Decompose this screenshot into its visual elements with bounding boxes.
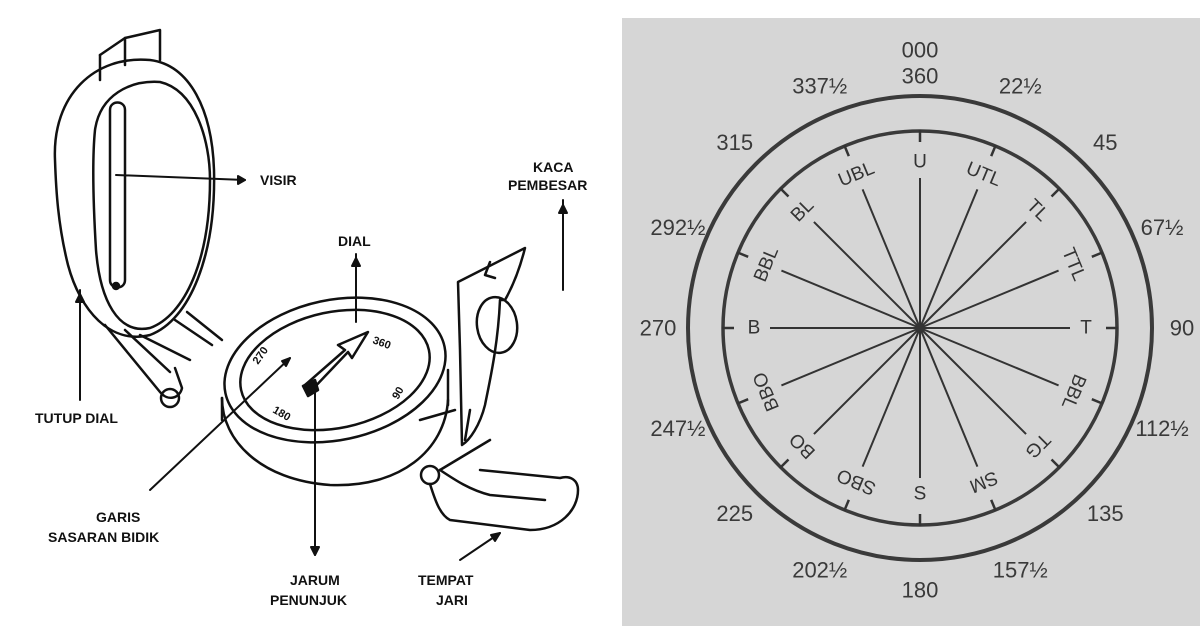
rose-direction-label: BL bbox=[787, 195, 818, 226]
diagram-labels: VISIR KACA PEMBESAR DIAL TUTUP DIAL GARI… bbox=[35, 159, 587, 608]
rose-ray bbox=[781, 269, 921, 329]
dial-num-90: 90 bbox=[390, 385, 407, 402]
dial-numbers: 270 360 90 180 bbox=[251, 335, 407, 424]
rose-direction-label: B bbox=[748, 318, 761, 339]
rose-degree-label: 270 bbox=[640, 316, 677, 341]
rose-ray bbox=[919, 327, 979, 467]
rose-ray bbox=[781, 327, 921, 387]
rose-tick bbox=[736, 398, 749, 405]
rose-tick bbox=[736, 251, 749, 258]
rose-tick bbox=[779, 187, 790, 198]
label-dial: DIAL bbox=[338, 233, 371, 249]
rose-direction-label: BBO bbox=[749, 369, 784, 414]
rose-ray bbox=[919, 221, 1027, 329]
rose-direction-label: UTL bbox=[963, 158, 1004, 191]
rose-degree-label: 247½ bbox=[650, 416, 705, 441]
rose-tick bbox=[1050, 187, 1061, 198]
hinge-drawing bbox=[103, 323, 192, 409]
rose-degree-label: 135 bbox=[1087, 501, 1124, 526]
rose-direction-label: SM bbox=[966, 466, 1000, 496]
rose-tick bbox=[843, 144, 850, 157]
rose-tick bbox=[779, 458, 790, 469]
rose-direction-label: S bbox=[914, 484, 927, 505]
rose-direction-label: T bbox=[1080, 318, 1092, 339]
magnifier-drawing bbox=[418, 246, 527, 447]
rose-degree-label: 292½ bbox=[650, 215, 705, 240]
label-visir: VISIR bbox=[260, 172, 297, 188]
rose-rays bbox=[770, 178, 1070, 478]
rose-degree-label: 180 bbox=[902, 578, 939, 603]
needle-drawing bbox=[301, 330, 370, 398]
dial-num-180: 180 bbox=[271, 404, 293, 424]
rose-tick bbox=[843, 499, 850, 512]
rose-center bbox=[916, 324, 924, 332]
label-tutup-dial: TUTUP DIAL bbox=[35, 410, 118, 426]
rose-degree-label: 45 bbox=[1093, 130, 1117, 155]
label-jari: JARI bbox=[436, 592, 468, 608]
compass-diagram-panel: 270 360 90 180 VISIR KACA PEMBESAR DIAL … bbox=[35, 28, 587, 608]
rose-tick bbox=[1091, 398, 1104, 405]
rose-direction-label: SBO bbox=[834, 464, 879, 499]
label-sasaran-bidik: SASARAN BIDIK bbox=[48, 529, 159, 545]
rose-direction-label: TTL bbox=[1057, 245, 1089, 284]
rose-tick bbox=[990, 499, 997, 512]
rose-degree-label: 315 bbox=[716, 130, 753, 155]
rose-ray bbox=[861, 189, 921, 329]
rose-degree-label: 22½ bbox=[999, 73, 1042, 98]
rose-direction-label: TL bbox=[1022, 195, 1053, 226]
label-tempat: TEMPAT bbox=[418, 572, 474, 588]
rose-degree-label: 67½ bbox=[1141, 215, 1184, 240]
label-pembesar: PEMBESAR bbox=[508, 177, 587, 193]
rose-direction-label: UBL bbox=[835, 158, 877, 192]
rose-tick bbox=[1050, 458, 1061, 469]
rose-direction-label: U bbox=[913, 152, 927, 173]
rose-ray bbox=[813, 221, 921, 329]
rose-degree-label: 112½ bbox=[1135, 416, 1188, 441]
pointer-lines bbox=[75, 174, 568, 561]
finger-ring-drawing bbox=[419, 438, 580, 532]
rose-ray bbox=[861, 327, 921, 467]
rose-degree-label: 202½ bbox=[792, 558, 847, 583]
label-garis: GARIS bbox=[96, 509, 140, 525]
rose-ray bbox=[919, 327, 1027, 435]
outer-ring bbox=[686, 94, 1154, 562]
dial-num-360: 360 bbox=[371, 335, 392, 353]
rose-ray bbox=[813, 327, 921, 435]
label-kaca: KACA bbox=[533, 159, 573, 175]
rose-ticks bbox=[722, 130, 1118, 526]
rose-degree-label: 225 bbox=[716, 501, 753, 526]
dial-num-270: 270 bbox=[251, 345, 271, 367]
rose-tick bbox=[990, 144, 997, 157]
rose-ray bbox=[919, 269, 1059, 329]
compass-diagram: 270 360 90 180 VISIR KACA PEMBESAR DIAL … bbox=[35, 28, 587, 608]
rose-degree-label: 360 bbox=[902, 64, 939, 89]
rose-direction-label: BBL bbox=[750, 244, 783, 285]
lid-drawing bbox=[53, 28, 224, 347]
rose-ray bbox=[919, 327, 1059, 387]
rose-tick bbox=[1091, 251, 1104, 258]
rose-degree-label: 157½ bbox=[993, 558, 1048, 583]
rose-direction-label: BBL bbox=[1057, 371, 1090, 412]
label-jarum: JARUM bbox=[290, 572, 340, 588]
rose-degree-label: 90 bbox=[1170, 316, 1194, 341]
rose-ray bbox=[919, 189, 979, 329]
compass-body-drawing bbox=[220, 296, 450, 487]
rose-degree-top-label: 000 bbox=[902, 38, 939, 63]
rose-degree-label: 337½ bbox=[792, 73, 847, 98]
label-penunjuk: PENUNJUK bbox=[270, 592, 347, 608]
